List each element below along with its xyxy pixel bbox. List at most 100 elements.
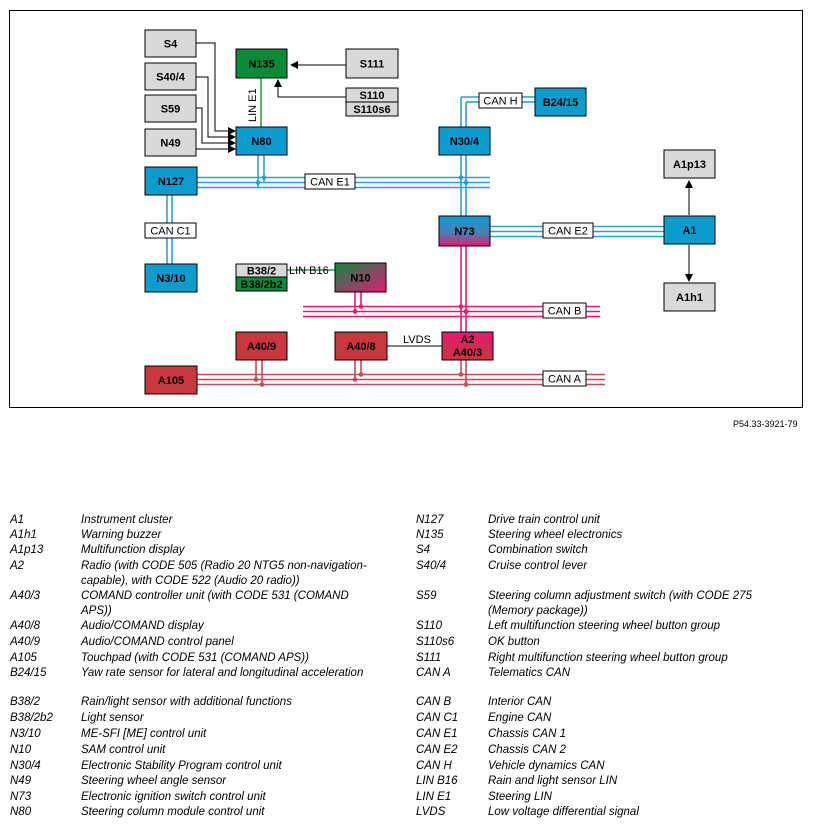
svg-text:A2: A2	[460, 334, 474, 346]
label-can-c1: CAN C1	[144, 222, 197, 239]
legend-description: Cruise control lever	[488, 560, 588, 572]
can-e1-bus	[166, 96, 664, 264]
svg-text:B24/15: B24/15	[543, 97, 578, 109]
legend-description: OK button	[488, 636, 540, 648]
legend-description: Electronic ignition switch control unit	[81, 791, 266, 803]
svg-text:CAN E2: CAN E2	[548, 226, 588, 238]
legend-code: S40/4	[416, 560, 447, 572]
legend-code: S110s6	[416, 636, 455, 648]
legend-description: Yaw rate sensor for lateral and longitud…	[81, 667, 364, 679]
legend-description: Drive train control unit	[488, 514, 600, 526]
can-a-junctions	[253, 372, 469, 387]
legend-description: Steering wheel electronics	[488, 529, 623, 541]
legend-description: Chassis CAN 2	[488, 744, 566, 756]
svg-text:CAN H: CAN H	[483, 96, 517, 108]
legend-code: S111	[416, 652, 442, 664]
legend-code: CAN C1	[416, 712, 459, 724]
network-diagram: S4 S40/4 S59 N49 S111 S110 S110s6 A1p13 …	[9, 10, 803, 408]
svg-text:N30/4: N30/4	[450, 136, 480, 148]
can-b-junctions	[352, 304, 469, 314]
legend-code: S110	[416, 620, 443, 632]
svg-text:N49: N49	[160, 138, 180, 150]
legend-description: Rain and light sensor LIN	[488, 775, 618, 787]
unit-N30-4: N30/4	[438, 126, 491, 156]
svg-text:CAN C1: CAN C1	[150, 226, 190, 238]
signal-lines	[196, 42, 693, 282]
legend-description: Steering wheel angle sensor	[81, 775, 227, 787]
svg-text:A1: A1	[682, 225, 696, 237]
legend-code: LVDS	[416, 806, 446, 818]
legend-code: A1p13	[10, 544, 44, 556]
legend-code: A40/3	[10, 590, 41, 602]
legend-description: Steering LIN	[488, 791, 552, 803]
svg-text:CAN B: CAN B	[548, 306, 582, 318]
legend-code: CAN A	[416, 667, 451, 679]
svg-text:S59: S59	[161, 104, 181, 116]
svg-text:A40/9: A40/9	[247, 341, 276, 353]
label-lvds: LVDS	[403, 334, 431, 346]
svg-text:B38/2: B38/2	[247, 266, 276, 278]
svg-text:N135: N135	[248, 59, 274, 71]
legend-description: Telematics CAN	[488, 667, 571, 679]
unit-N49: N49	[144, 128, 197, 157]
legend-description: Combination switch	[488, 544, 588, 556]
unit-S4: S4	[144, 29, 197, 58]
svg-text:N10: N10	[350, 273, 370, 285]
svg-text:A105: A105	[158, 375, 184, 387]
svg-text:A1h1: A1h1	[676, 292, 703, 304]
legend-description: Warning buzzer	[81, 529, 162, 541]
unit-B38-2b2: B38/2b2	[235, 276, 288, 292]
legend-description: Left multifunction steering wheel button…	[488, 620, 721, 632]
legend-description: Steering column adjustment switch (with …	[488, 590, 752, 617]
can-a-bus	[197, 360, 605, 386]
svg-text:B38/2b2: B38/2b2	[240, 279, 282, 291]
svg-text:S110: S110	[359, 90, 384, 102]
unit-B24-15: B24/15	[534, 87, 587, 117]
legend-code: A40/9	[10, 636, 41, 648]
unit-N73: N73	[438, 215, 491, 247]
legend-description: SAM control unit	[81, 744, 166, 756]
legend-description: Instrument cluster	[81, 514, 173, 526]
legend-description: Steering column module control unit	[81, 806, 265, 818]
svg-text:N80: N80	[251, 136, 271, 148]
svg-text:S110s6: S110s6	[353, 104, 390, 116]
legend-code: A105	[10, 652, 37, 664]
legend-description: Electronic Stability Program control uni…	[81, 760, 282, 772]
legend-code: B38/2	[10, 696, 41, 708]
svg-text:S111: S111	[360, 59, 384, 71]
legend-code: LIN E1	[416, 791, 452, 803]
label-can-e2: CAN E2	[542, 222, 594, 239]
label-lin-b16: LIN B16	[289, 265, 329, 277]
unit-N10: N10	[334, 262, 387, 293]
legend-code: CAN B	[416, 696, 452, 708]
svg-text:A1p13: A1p13	[673, 159, 706, 171]
legend-description: Low voltage differential signal	[488, 806, 639, 818]
svg-text:A40/8: A40/8	[346, 341, 375, 353]
label-can-b: CAN B	[542, 302, 587, 319]
legend-description: Light sensor	[81, 712, 144, 724]
can-e1-junctions	[255, 175, 469, 185]
unit-A40-9: A40/9	[235, 331, 288, 361]
legend-description: Radio (with CODE 505 (Radio 20 NTG5 non-…	[81, 560, 367, 587]
legend-description: ME-SFI [ME] control unit	[81, 728, 207, 740]
unit-N135: N135	[235, 48, 288, 79]
legend-code: A1	[10, 514, 25, 526]
legend-description: Right multifunction steering wheel butto…	[488, 652, 728, 664]
label-can-h: CAN H	[478, 92, 523, 109]
diagram-frame	[9, 10, 803, 408]
unit-A105: A105	[144, 365, 198, 395]
label-lin-e1: LIN E1	[247, 88, 259, 122]
unit-S59: S59	[144, 94, 197, 123]
unit-A1p13: A1p13	[663, 149, 716, 179]
unit-N3-10: N3/10	[144, 263, 198, 293]
legend-description: Rain/light sensor with additional functi…	[81, 696, 292, 708]
unit-A2-A40-3: A2 A40/3	[441, 331, 494, 361]
unit-A1: A1	[663, 215, 716, 245]
svg-text:N3/10: N3/10	[156, 273, 185, 285]
legend-description: Engine CAN	[488, 712, 552, 724]
legend-code: B24/15	[10, 667, 47, 679]
legend-code: N127	[416, 514, 444, 526]
svg-text:CAN A: CAN A	[548, 374, 582, 386]
legend-code: N80	[10, 806, 32, 818]
legend-description: Vehicle dynamics CAN	[488, 760, 605, 772]
